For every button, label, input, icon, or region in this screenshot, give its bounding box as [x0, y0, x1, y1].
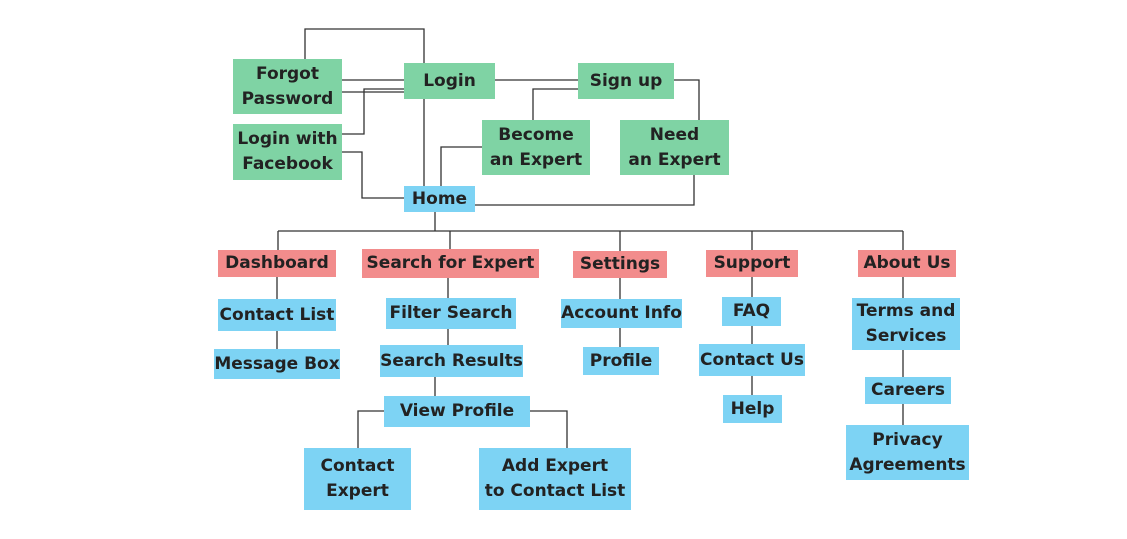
- add-expert-to-contact-list-page: Add Expert to Contact List: [479, 448, 631, 510]
- account-info-page: Account Info: [561, 299, 682, 328]
- terms-and-services-page: Terms and Services: [852, 298, 960, 350]
- dashboard-section: Dashboard: [218, 250, 336, 277]
- contact-expert-page: Contact Expert: [304, 448, 411, 510]
- connector-signup-need: [674, 79, 700, 120]
- connector-need-home: [475, 175, 695, 206]
- login-node: Login: [404, 63, 495, 99]
- view-profile-page: View Profile: [384, 396, 530, 427]
- support-section: Support: [706, 250, 798, 277]
- contact-list-page: Contact List: [218, 299, 336, 331]
- connector-viewprofile-addexpert: [530, 410, 568, 448]
- careers-page: Careers: [865, 377, 951, 404]
- connector-viewprofile-contactexpert: [357, 410, 384, 448]
- need-an-expert-node: Need an Expert: [620, 120, 729, 175]
- profile-page: Profile: [583, 347, 659, 375]
- faq-page: FAQ: [722, 297, 781, 326]
- help-page: Help: [723, 395, 782, 423]
- message-box-page: Message Box: [214, 349, 340, 379]
- about-us-section: About Us: [858, 250, 956, 277]
- sign-up-node: Sign up: [578, 63, 674, 99]
- search-results-page: Search Results: [380, 345, 523, 377]
- privacy-agreements-page: Privacy Agreements: [846, 425, 969, 480]
- search-for-expert-section: Search for Expert: [362, 249, 539, 278]
- connector-signup-become: [532, 88, 578, 120]
- login-with-facebook-node: Login with Facebook: [233, 124, 342, 180]
- connector-facebook-login: [342, 88, 404, 135]
- connector-facebook-home: [342, 151, 404, 199]
- settings-section: Settings: [573, 251, 667, 278]
- forgot-password-node: Forgot Password: [233, 59, 342, 114]
- filter-search-page: Filter Search: [386, 298, 516, 329]
- home-node: Home: [404, 186, 475, 212]
- connector-become-home: [440, 146, 482, 186]
- become-an-expert-node: Become an Expert: [482, 120, 590, 175]
- connector-forgot-login-loop: [304, 28, 425, 63]
- contact-us-page: Contact Us: [699, 344, 805, 376]
